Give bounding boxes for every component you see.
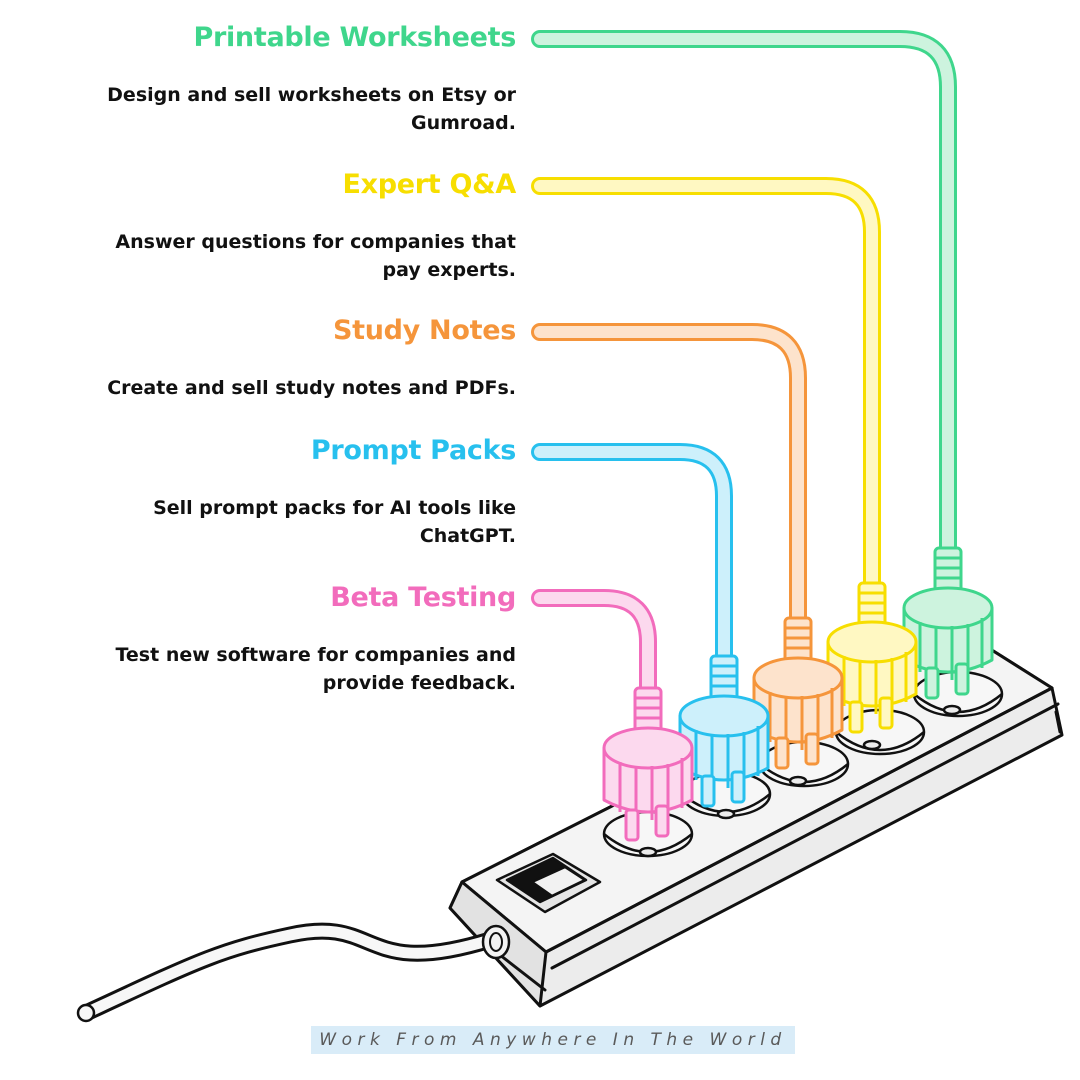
- cables: [531, 30, 957, 709]
- power-switch-icon: [495, 852, 602, 914]
- item-title: Beta Testing: [330, 582, 516, 613]
- item-title: Printable Worksheets: [193, 22, 516, 53]
- item-title: Prompt Packs: [310, 435, 516, 466]
- item-description: Answer questions for companies that pay …: [115, 231, 516, 281]
- socket: [602, 810, 694, 858]
- plug-yellow: [826, 581, 918, 734]
- plug-green: [902, 546, 994, 700]
- item-expert-qa: Expert Q&A Answer questions for companie…: [76, 168, 516, 284]
- item-description: Design and sell worksheets on Etsy or Gu…: [107, 84, 516, 134]
- cable-green: [531, 30, 957, 569]
- cable-orange: [531, 323, 807, 639]
- power-cord: [76, 922, 511, 1023]
- item-prompt-packs: Prompt Packs Sell prompt packs for AI to…: [76, 434, 516, 550]
- plug-orange: [752, 616, 844, 770]
- item-title: Study Notes: [332, 315, 516, 346]
- item-printable-worksheets: Printable Worksheets Design and sell wor…: [76, 21, 516, 137]
- item-study-notes: Study Notes Create and sell study notes …: [76, 314, 516, 402]
- cable-pink: [531, 589, 657, 709]
- item-description: Sell prompt packs for AI tools like Chat…: [153, 497, 516, 547]
- cable-yellow: [531, 177, 881, 604]
- footer-tagline: Work From Anywhere In The World: [311, 1026, 795, 1054]
- item-beta-testing: Beta Testing Test new software for compa…: [76, 581, 516, 697]
- item-title: Expert Q&A: [342, 169, 516, 200]
- item-description: Create and sell study notes and PDFs.: [107, 377, 516, 399]
- cable-blue: [531, 443, 733, 677]
- item-description: Test new software for companies and prov…: [115, 644, 516, 694]
- plug-pink: [602, 686, 694, 842]
- socket: [758, 740, 850, 788]
- plug-blue: [678, 654, 770, 808]
